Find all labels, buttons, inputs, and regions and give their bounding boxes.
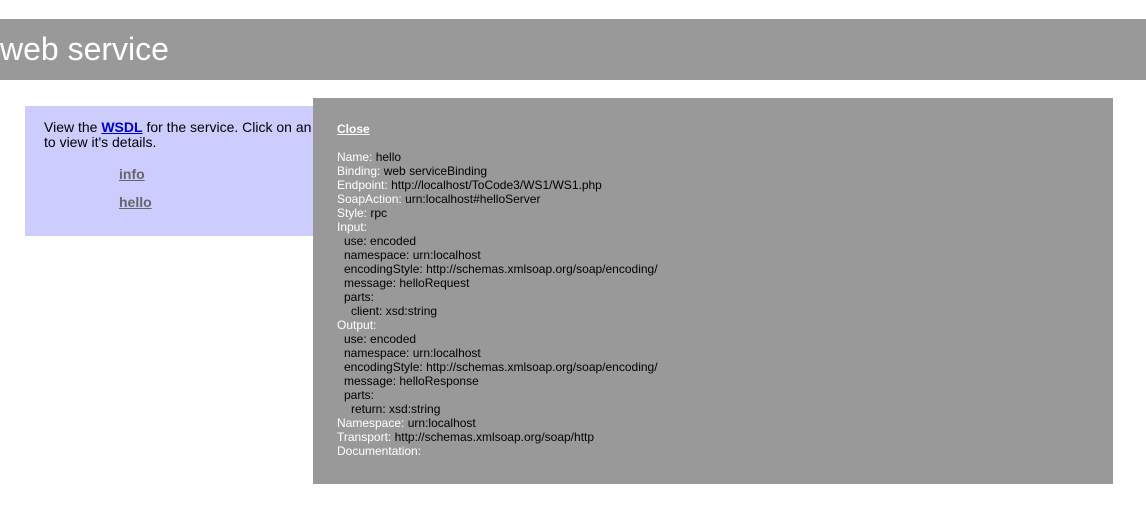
operation-link-hello[interactable]: hello (119, 194, 152, 210)
operations-nav: View the WSDL for the service. Click on … (25, 106, 325, 236)
detail-value: http://localhost/ToCode3/WS1/WS1.php (391, 178, 602, 192)
output-parts: parts: (337, 388, 658, 402)
detail-key: client: (351, 304, 383, 318)
output-message: message: helloResponse (337, 374, 658, 388)
detail-key: Input: (337, 220, 368, 234)
detail-key: Style: (337, 206, 368, 220)
detail-row-transport: Transport: http://schemas.xmlsoap.org/so… (337, 430, 658, 444)
input-message: message: helloRequest (337, 276, 658, 290)
detail-key: encodingStyle: (344, 360, 423, 374)
detail-row-name: Name: hello (337, 150, 658, 164)
detail-key: message: (344, 276, 397, 290)
input-use: use: encoded (337, 234, 658, 248)
operation-link-info[interactable]: info (119, 166, 145, 182)
wsdl-link[interactable]: WSDL (101, 119, 143, 135)
detail-row-style: Style: rpc (337, 206, 658, 220)
detail-row-namespace: Namespace: urn:localhost (337, 416, 658, 430)
detail-key: SoapAction: (337, 192, 402, 206)
intro-suffix: for the service. Click on an (142, 119, 312, 135)
detail-row-input: Input: (337, 220, 658, 234)
detail-key: parts: (344, 290, 375, 304)
detail-value: encoded (370, 234, 417, 248)
detail-value: urn:localhost (412, 248, 481, 262)
detail-key: Namespace: (337, 416, 405, 430)
input-parts: parts: (337, 290, 658, 304)
detail-key: encodingStyle: (344, 262, 423, 276)
detail-value: helloRequest (399, 276, 470, 290)
intro-line2: to view it's details. (44, 134, 157, 150)
nav-intro-text: View the WSDL for the service. Click on … (44, 120, 334, 150)
detail-key: use: (344, 332, 367, 346)
detail-key: Transport: (337, 430, 392, 444)
close-button[interactable]: Close (337, 122, 370, 136)
detail-value: xsd:string (389, 402, 441, 416)
input-part: client: xsd:string (337, 304, 658, 318)
detail-value: http://schemas.xmlsoap.org/soap/encoding… (426, 360, 658, 374)
output-encodingstyle: encodingStyle: http://schemas.xmlsoap.or… (337, 360, 658, 374)
detail-key: message: (344, 374, 397, 388)
detail-value: http://schemas.xmlsoap.org/soap/http (394, 430, 595, 444)
detail-value: rpc (370, 206, 388, 220)
detail-value: web serviceBinding (383, 164, 488, 178)
detail-value: helloResponse (399, 374, 479, 388)
detail-key: Name: (337, 150, 373, 164)
operation-details-popup: Close Name: hello Binding: web serviceBi… (313, 98, 1113, 484)
detail-key: Endpoint: (337, 178, 388, 192)
detail-row-binding: Binding: web serviceBinding (337, 164, 658, 178)
detail-row-output: Output: (337, 318, 658, 332)
detail-key: Binding: (337, 164, 381, 178)
detail-value: encoded (370, 332, 417, 346)
output-use: use: encoded (337, 332, 658, 346)
detail-row-documentation: Documentation: (337, 444, 658, 458)
detail-value: hello (375, 150, 402, 164)
operation-details: Name: hello Binding: web serviceBinding … (337, 150, 658, 458)
detail-value: xsd:string (385, 304, 438, 318)
detail-value: urn:localhost (407, 416, 476, 430)
detail-value: http://schemas.xmlsoap.org/soap/encoding… (426, 262, 658, 276)
intro-prefix: View the (44, 119, 102, 135)
page-header: web service (0, 19, 1146, 80)
output-namespace: namespace: urn:localhost (337, 346, 658, 360)
page-title: web service (0, 31, 169, 67)
input-namespace: namespace: urn:localhost (337, 248, 658, 262)
detail-value: urn:localhost#helloServer (405, 192, 541, 206)
detail-key: Documentation: (337, 444, 422, 458)
detail-key: return: (351, 402, 386, 416)
detail-key: parts: (344, 388, 375, 402)
detail-key: namespace: (344, 248, 410, 262)
detail-row-soapaction: SoapAction: urn:localhost#helloServer (337, 192, 658, 206)
output-part: return: xsd:string (337, 402, 658, 416)
input-encodingstyle: encodingStyle: http://schemas.xmlsoap.or… (337, 262, 658, 276)
detail-key: namespace: (344, 346, 410, 360)
detail-key: use: (344, 234, 367, 248)
detail-row-endpoint: Endpoint: http://localhost/ToCode3/WS1/W… (337, 178, 658, 192)
detail-key: Output: (337, 318, 377, 332)
detail-value: urn:localhost (412, 346, 481, 360)
